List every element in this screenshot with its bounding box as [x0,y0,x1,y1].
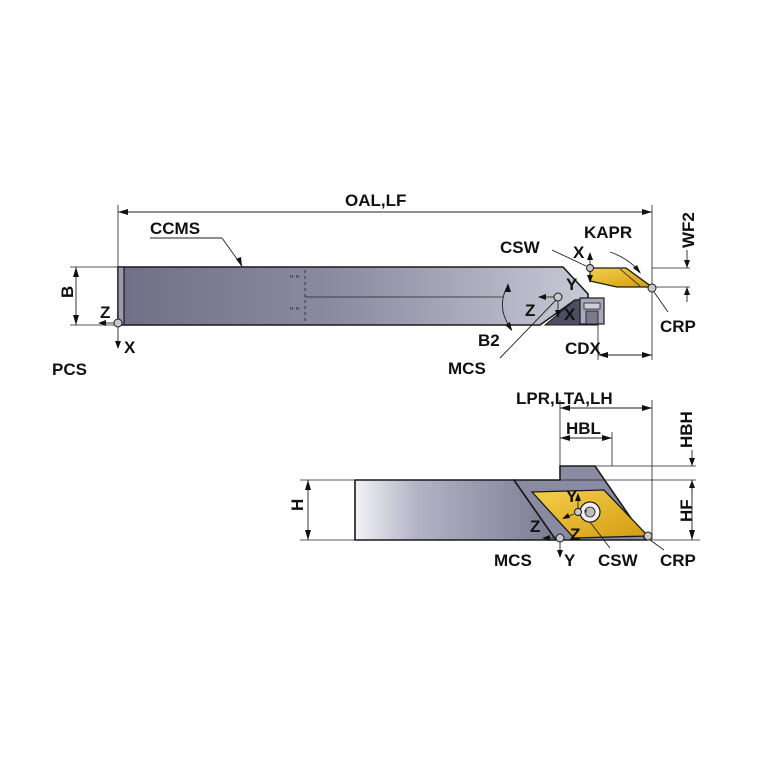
top-shank-body [117,266,589,326]
top-view: " " " " OAL,LF CCMS B Z X PCS [52,191,698,379]
label-csw-side: CSW [598,551,639,570]
side-view: * H LPR,LTA,LH HBL HBH HF [288,389,700,570]
label-h: H [288,499,307,511]
label-mcs-y-side: Y [564,551,576,570]
top-insert [589,267,654,288]
label-hf: HF [677,499,696,522]
mcs-point-top [553,292,563,302]
label-z-left-side: Z [530,517,540,536]
svg-text:" ": " " [290,306,299,316]
label-wf2: WF2 [679,212,698,248]
top-shank-end-face [117,266,125,326]
label-crp-top: CRP [660,317,696,336]
label-ccms: CCMS [150,219,200,238]
pcs-point [113,318,123,328]
label-pcs-x: X [124,338,136,357]
label-oal-lf: OAL,LF [345,191,406,210]
clamp-screw [579,297,605,325]
label-cdx: CDX [565,339,602,358]
label-mcs-x-top: X [564,305,576,324]
svg-text:" ": " " [290,274,299,284]
svg-text:*: * [584,508,588,518]
csw-point-top [586,264,594,272]
label-csw-top: CSW [500,238,541,257]
label-mcs-z-top: Z [525,301,535,320]
label-y-top: Y [566,275,578,294]
label-hbh: HBH [677,411,696,448]
label-b: B [58,286,77,298]
section-marks: " " " " [290,270,503,323]
crp-point-top [647,283,657,293]
label-kapr: KAPR [584,223,632,242]
label-mcs-top: MCS [448,359,486,378]
label-pcs: PCS [52,360,87,379]
label-crp-side: CRP [660,551,696,570]
label-pcs-z: Z [100,303,110,322]
label-mcs-side: MCS [494,551,532,570]
label-b2: B2 [478,331,500,350]
label-hbl: HBL [566,419,601,438]
label-lpr-lta-lh: LPR,LTA,LH [516,389,613,408]
csw-point-side [574,508,582,516]
crp-point-side [643,531,653,541]
label-z-right-side: Z [570,525,580,544]
label-y-side: Y [566,487,578,506]
label-csw-x-top: X [573,243,585,262]
mcs-point-side [555,533,565,543]
